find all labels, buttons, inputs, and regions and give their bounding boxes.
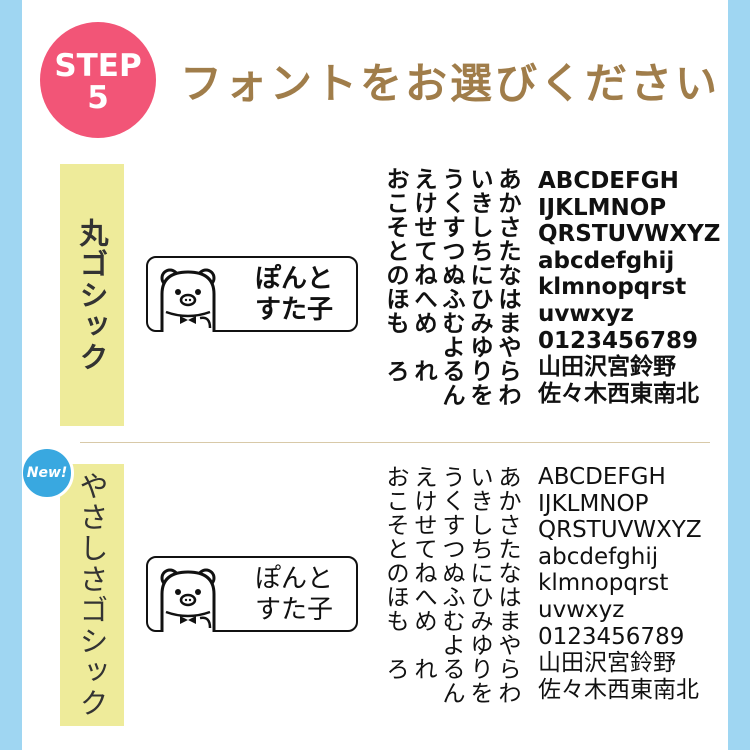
kana-column: いきしちにひみゆりを <box>470 167 494 409</box>
kana-column: えけせてねへめ れ <box>414 167 438 385</box>
alphanumeric-line: abcdefghij <box>538 247 675 274</box>
sample-line-2: すた子 <box>254 595 333 625</box>
sample-text: ぽんと すた子 <box>234 264 354 326</box>
sample-text: ぽんと すた子 <box>234 564 354 626</box>
new-badge: New! <box>22 446 74 500</box>
kana-column: うくすつぬふむよるん <box>442 167 466 409</box>
step-number: 5 <box>87 80 109 116</box>
alphanumeric-line: ABCDEFGH <box>538 168 679 194</box>
kana-column: おこそとのほも ろ <box>386 167 410 385</box>
font-name-box: やさしさゴシック <box>60 464 124 726</box>
alphanumeric-line: IJKLMNOP <box>538 490 649 517</box>
sample-name-label: ぽんと すた子 <box>146 556 358 632</box>
alphanumeric-line: 山田沢宮鈴野 <box>538 354 676 381</box>
alphanumeric-line: QRSTUVWXYZ <box>538 221 721 248</box>
font-name-box: 丸ゴシック <box>60 164 124 426</box>
sample-line-1: ぽんと <box>254 564 333 594</box>
alphanumeric-line: abcdefghij <box>538 543 659 570</box>
step-label: STEP <box>54 48 142 84</box>
alphanumeric-line: 0123456789 <box>538 327 699 354</box>
kana-chart: あかさたなはまやらわいきしちにひみゆりをうくすつぬふむよるんえけせてねへめ れお… <box>386 168 522 408</box>
kana-column: あかさたなはまやらわ <box>498 465 522 707</box>
bear-icon <box>160 268 216 332</box>
font-name: やさしさゴシック <box>75 471 109 719</box>
alphanumeric-line: uvwxyz <box>538 300 634 327</box>
kana-column: えけせてねへめ れ <box>414 465 438 683</box>
alphanumeric-line: IJKLMNOP <box>538 194 667 221</box>
sample-name-label: ぽんと すた子 <box>146 256 358 332</box>
sample-line-2: すた子 <box>254 295 333 325</box>
bear-icon <box>160 568 216 632</box>
alphanumeric-line: 佐々木西東南北 <box>538 676 699 703</box>
alphanumeric-line: 0123456789 <box>538 623 685 650</box>
kana-column: いきしちにひみゆりを <box>470 465 494 707</box>
kana-column: うくすつぬふむよるん <box>442 465 466 707</box>
alphanumeric-line: klmnopqrst <box>538 570 669 597</box>
bowtie-icon <box>180 316 196 324</box>
section-divider <box>80 442 710 443</box>
alphanumeric-line: 山田沢宮鈴野 <box>538 650 676 677</box>
card: STEP 5 フォントをお選びください 丸ゴシック <box>22 0 728 750</box>
alphanumeric-line: ABCDEFGH <box>538 464 666 490</box>
alphanumeric-line: 佐々木西東南北 <box>538 380 699 407</box>
bowtie-icon <box>180 616 196 624</box>
step-badge: STEP 5 <box>40 22 156 138</box>
font-option-maru-gothic[interactable]: 丸ゴシック ぽんと すた子 あかさた <box>22 160 728 428</box>
kana-chart: あかさたなはまやらわいきしちにひみゆりをうくすつぬふむよるんえけせてねへめ れお… <box>386 466 522 706</box>
kana-column: あかさたなはまやらわ <box>498 167 522 409</box>
sample-line-1: ぽんと <box>254 264 333 294</box>
font-option-yasashisa-gothic[interactable]: やさしさゴシック New! ぽんと すた子 <box>22 446 728 730</box>
font-name: 丸ゴシック <box>75 217 109 373</box>
alphanumeric-line: QRSTUVWXYZ <box>538 517 702 544</box>
kana-column: おこそとのほも ろ <box>386 465 410 683</box>
page-title: フォントをお選びください <box>180 59 721 108</box>
alphanumeric-line: uvwxyz <box>538 596 625 623</box>
alphanumeric-line: klmnopqrst <box>538 274 687 301</box>
